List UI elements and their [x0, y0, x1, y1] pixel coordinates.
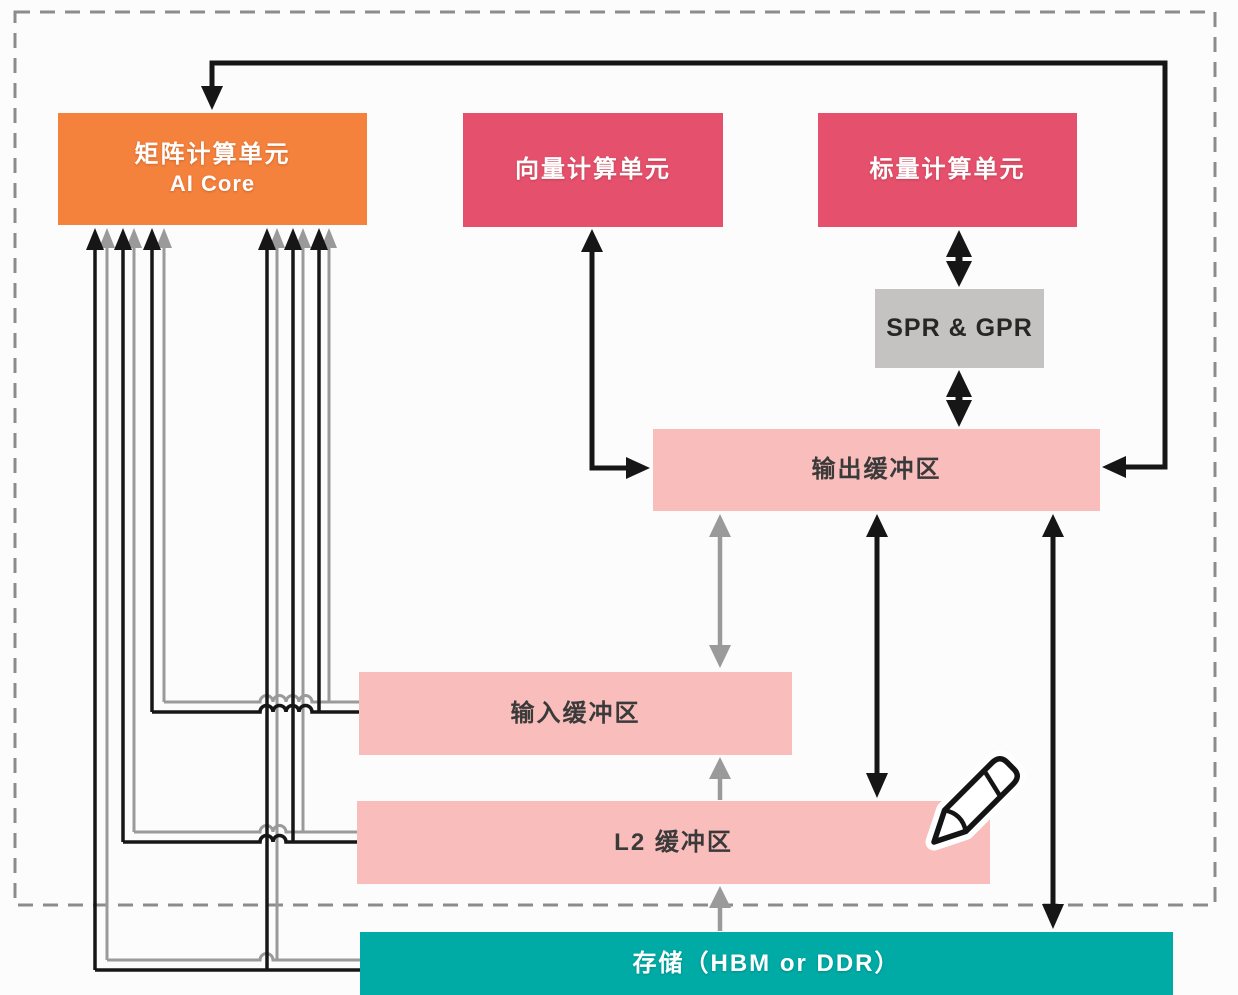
node-spr-gpr-registers: SPR & GPR — [875, 289, 1044, 368]
black-connectors — [201, 60, 1168, 929]
memory-gray-horizontal — [107, 952, 360, 962]
l2-buffer-label: L2 缓冲区 — [614, 828, 733, 856]
node-input-buffer: 输入缓冲区 — [359, 672, 792, 755]
gray-arrowheads — [709, 514, 731, 908]
bus-black-lanes — [86, 228, 360, 972]
input-black-horizontal — [152, 703, 360, 714]
vector-unit-label: 向量计算单元 — [515, 156, 671, 184]
l2-gray-horizontal — [134, 824, 360, 834]
node-vector-compute-unit: 向量计算单元 — [463, 113, 723, 227]
l2-black-horizontal — [123, 833, 360, 844]
node-l2-buffer: L2 缓冲区 — [357, 801, 990, 884]
node-memory-hbm-ddr: 存储（HBM or DDR） — [360, 932, 1173, 995]
gray-connectors — [709, 514, 731, 931]
input-buffer-label: 输入缓冲区 — [510, 699, 641, 727]
input-gray-horizontal — [164, 694, 360, 704]
output-buffer-label: 输出缓冲区 — [811, 456, 942, 484]
matrix-unit-label: 矩阵计算单元 — [134, 141, 291, 169]
black-arrowheads — [201, 86, 1126, 929]
matrix-unit-sublabel: AI Core — [169, 171, 256, 197]
node-matrix-compute-unit: 矩阵计算单元 AI Core — [58, 113, 367, 225]
bus-gray-arrowheads — [99, 228, 337, 248]
bus-gray-lanes — [99, 228, 360, 962]
output-to-matrix-top-loop — [209, 60, 1168, 470]
memory-label: 存储（HBM or DDR） — [632, 949, 901, 977]
vector-to-output-link — [589, 250, 628, 471]
bus-black-arrowheads — [86, 228, 328, 250]
node-output-buffer: 输出缓冲区 — [653, 429, 1100, 511]
node-scalar-compute-unit: 标量计算单元 — [818, 113, 1077, 227]
spr-gpr-label: SPR & GPR — [886, 314, 1033, 343]
chip-boundary-dashed-border — [13, 10, 1217, 907]
scalar-unit-label: 标量计算单元 — [869, 156, 1026, 184]
